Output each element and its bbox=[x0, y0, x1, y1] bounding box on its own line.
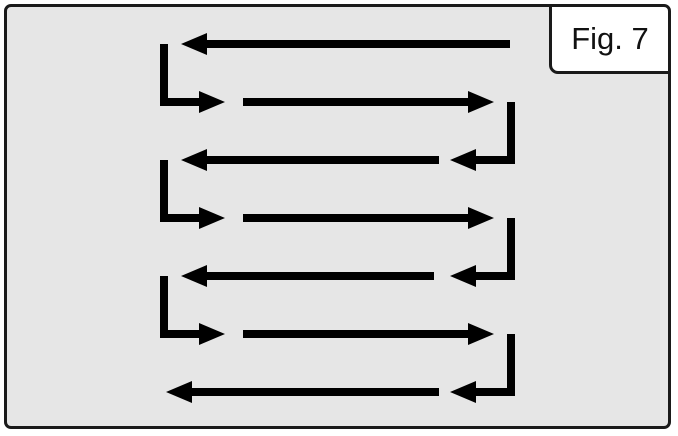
row-2-arrowhead bbox=[468, 91, 494, 113]
right-elbow-2 bbox=[472, 218, 515, 280]
left-elbow-3 bbox=[160, 276, 205, 338]
left-elbow-1 bbox=[160, 44, 205, 106]
left-elbow-3-arrowhead bbox=[199, 323, 225, 345]
row-1-arrowhead bbox=[181, 33, 207, 55]
row-6-arrowhead bbox=[468, 323, 494, 345]
figure-label: Fig. 7 bbox=[549, 7, 668, 74]
row-3-arrowhead bbox=[181, 149, 207, 171]
right-elbow-1 bbox=[472, 102, 515, 164]
figure-frame: Fig. 7 bbox=[4, 4, 671, 429]
right-elbow-1-arrowhead bbox=[450, 149, 476, 171]
left-elbow-2 bbox=[160, 160, 205, 222]
row-7-arrowhead bbox=[166, 381, 192, 403]
left-elbow-1-arrowhead bbox=[199, 91, 225, 113]
right-elbow-3 bbox=[472, 334, 515, 396]
row-5-arrowhead bbox=[181, 265, 207, 287]
serpentine-diagram bbox=[160, 33, 515, 403]
row-4-arrowhead bbox=[468, 207, 494, 229]
left-elbow-2-arrowhead bbox=[199, 207, 225, 229]
right-elbow-3-arrowhead bbox=[450, 381, 476, 403]
right-elbow-2-arrowhead bbox=[450, 265, 476, 287]
